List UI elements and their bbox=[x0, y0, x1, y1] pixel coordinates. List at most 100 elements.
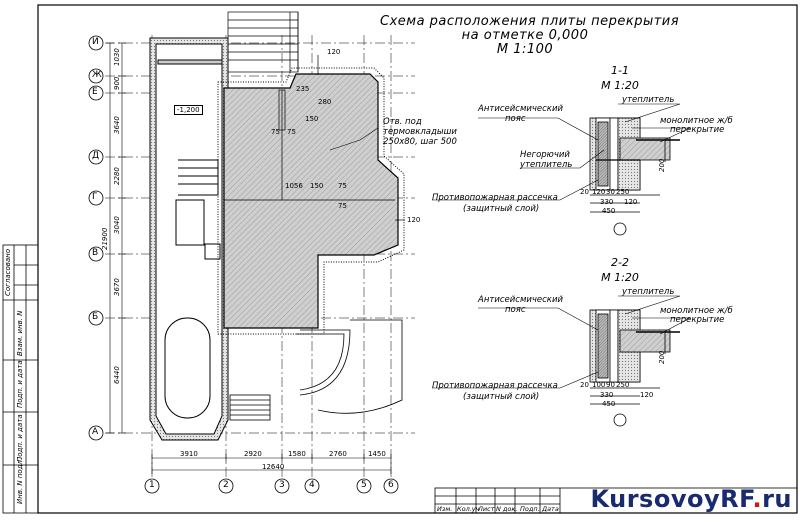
bottom-dim: 2920 bbox=[244, 450, 262, 458]
section1-name: 1-1 bbox=[611, 64, 629, 77]
section2-slab: монолитное ж/б bbox=[660, 306, 733, 316]
side-stamp-label: Взам. инв. N bbox=[16, 310, 24, 356]
section1-seismic-2: пояс bbox=[505, 114, 526, 124]
section1-dim: 120 bbox=[592, 188, 606, 196]
watermark-logo[interactable]: KursovoyRF.ru bbox=[590, 485, 792, 513]
row-axis-markers bbox=[88, 35, 104, 441]
stamp-col: N док. bbox=[496, 505, 518, 513]
section1-fire: Противопожарная рассечка bbox=[432, 193, 558, 203]
section1-dim: 200 bbox=[658, 158, 666, 172]
exterior-stair bbox=[227, 11, 299, 73]
plan-dim: 235 bbox=[296, 85, 310, 93]
left-dim: 1030 bbox=[113, 48, 121, 66]
section2-dim: 90 bbox=[606, 381, 615, 389]
side-stamp-label: Согласовано bbox=[4, 248, 12, 296]
section2-fire-2: (защитный слой) bbox=[463, 392, 540, 402]
section1-seismic: Антисейсмический bbox=[478, 104, 563, 114]
bottom-dimension-chain bbox=[151, 454, 392, 474]
section2-dim: 100 bbox=[592, 381, 606, 389]
section1-slab: монолитное ж/б bbox=[660, 116, 733, 126]
drawing-title-line1: Схема расположения плиты перекрытия bbox=[380, 14, 680, 29]
stamp-col: Изм. bbox=[437, 505, 453, 513]
axis-row-label: Д bbox=[92, 151, 100, 161]
section1-dim: 30 bbox=[606, 188, 615, 196]
axis-row-label: Ж bbox=[92, 70, 102, 80]
section2-dim: 450 bbox=[602, 400, 616, 408]
section2-insul: утеплитель bbox=[622, 287, 675, 297]
section2-mark bbox=[613, 413, 627, 427]
axis-col-label: 4 bbox=[309, 480, 315, 490]
section1-dim: 20 bbox=[580, 188, 589, 196]
plan-dim: 120 bbox=[407, 216, 421, 224]
plan-dim: 1056 bbox=[285, 182, 303, 190]
left-dim: 3040 bbox=[113, 216, 121, 234]
axis-row-label: Е bbox=[92, 87, 98, 97]
section1-fire-2: (защитный слой) bbox=[463, 204, 540, 214]
section1-dim: 250 bbox=[616, 188, 630, 196]
watermark-main: KursovoyRF bbox=[590, 485, 753, 513]
plan-dim: 75 bbox=[287, 128, 296, 136]
left-dim: 6440 bbox=[113, 366, 121, 384]
plan-dim: 150 bbox=[310, 182, 324, 190]
bottom-dim-total: 12640 bbox=[262, 463, 285, 471]
section2-seismic-2: пояс bbox=[505, 305, 526, 315]
stamp-col: Кол.уч bbox=[457, 505, 480, 513]
watermark-dot: . bbox=[752, 485, 763, 513]
side-stamp-label: Подп. и дата bbox=[16, 360, 24, 408]
plan-dim: 120 bbox=[327, 48, 341, 56]
section1-scale: М 1:20 bbox=[601, 79, 639, 92]
section1-insul: утеплитель bbox=[622, 95, 675, 105]
section1-dim: 120 bbox=[624, 198, 638, 206]
note-line3: 250x80, шаг 500 bbox=[383, 137, 457, 147]
leader-lines bbox=[329, 103, 691, 389]
plan-dim: 75 bbox=[271, 128, 280, 136]
section2-dim: 250 bbox=[616, 381, 630, 389]
section2-fire: Противопожарная рассечка bbox=[432, 381, 558, 391]
stamp-col: Дата bbox=[542, 505, 559, 513]
section2-dim: 20 bbox=[580, 381, 589, 389]
plan-dim: 150 bbox=[305, 115, 319, 123]
drawing-scale: М 1:100 bbox=[496, 42, 554, 57]
section2-seismic: Антисейсмический bbox=[478, 295, 563, 305]
side-stamp-label: Инв. N подл. bbox=[16, 457, 24, 504]
section1-nonfire: Негорючий bbox=[520, 150, 570, 160]
section2-dim: 120 bbox=[640, 391, 654, 399]
left-dim: 900 bbox=[113, 76, 121, 90]
left-dim: 3670 bbox=[113, 278, 121, 296]
axis-col-label: 3 bbox=[279, 480, 285, 490]
axis-col-label: 2 bbox=[223, 480, 229, 490]
building-walls bbox=[149, 37, 229, 441]
bottom-dim: 3910 bbox=[180, 450, 198, 458]
watermark-tld: ru bbox=[762, 485, 792, 513]
section2-name: 2-2 bbox=[611, 256, 629, 269]
section2-detail bbox=[589, 309, 680, 405]
left-dimension-chain bbox=[106, 42, 126, 434]
note-line1: Отв. под bbox=[383, 117, 422, 127]
thermal-inserts bbox=[224, 55, 405, 221]
column-axis-markers bbox=[144, 478, 399, 494]
title-block bbox=[434, 487, 798, 514]
section2-slab-2: перекрытие bbox=[670, 315, 725, 325]
section1-mark bbox=[613, 222, 627, 236]
stamp-col: Лист bbox=[478, 505, 495, 513]
floor-slab bbox=[223, 73, 399, 329]
section1-dim: 330 bbox=[600, 198, 614, 206]
section2-scale: М 1:20 bbox=[601, 271, 639, 284]
section1-dim: 450 bbox=[602, 207, 616, 215]
slab-edge-strip bbox=[217, 67, 405, 335]
axis-row-label: И bbox=[92, 37, 99, 47]
plan-dim: 280 bbox=[318, 98, 332, 106]
axis-col-label: 1 bbox=[149, 480, 155, 490]
section1-detail bbox=[589, 117, 680, 213]
axis-col-label: 5 bbox=[361, 480, 367, 490]
bottom-dim: 1580 bbox=[288, 450, 306, 458]
left-dim-total: 21900 bbox=[101, 227, 109, 250]
left-dim: 3640 bbox=[113, 116, 121, 134]
axis-row-label: В bbox=[92, 248, 99, 258]
bottom-dim: 2760 bbox=[329, 450, 347, 458]
level-mark: -1,200 bbox=[174, 105, 203, 115]
side-stamp-label: Подп. и дата bbox=[16, 414, 24, 462]
axis-row-label: Г bbox=[92, 192, 98, 202]
